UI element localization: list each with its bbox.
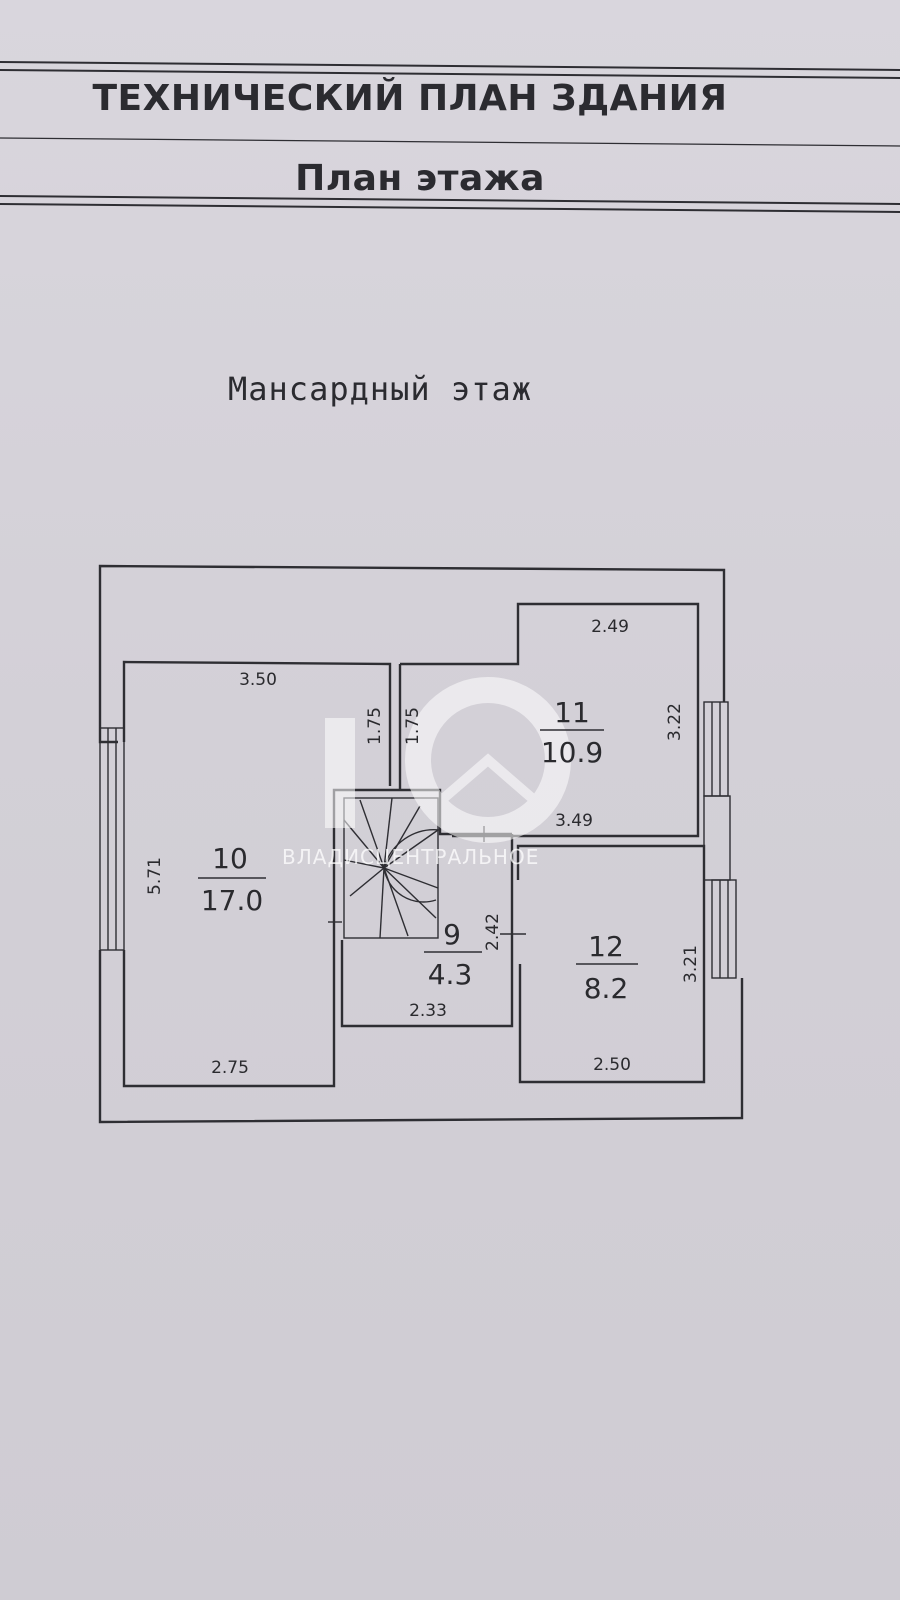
dim-room10-left: 5.71 (145, 857, 165, 895)
pier-right (703, 795, 731, 881)
room-11-wall (400, 602, 700, 838)
dim-room10-bottom: 2.75 (211, 1058, 249, 1078)
outer-wall (98, 564, 726, 744)
room-9-number: 9 (443, 918, 461, 951)
window-left (99, 727, 125, 951)
room-9-wall-lower (340, 834, 514, 1028)
dim-room11-bottom: 3.49 (555, 811, 593, 831)
dim-corridor-left: 1.75 (365, 707, 385, 745)
document-title: ТЕХНИЧЕСКИЙ ПЛАН ЗДАНИЯ (92, 78, 728, 119)
room-10-number: 10 (212, 842, 248, 875)
window-right-upper (703, 701, 729, 797)
room-11-number: 11 (554, 696, 590, 729)
dim-room11-right: 3.22 (665, 703, 685, 741)
dim-room10-top: 3.50 (239, 670, 277, 690)
dim-room9-right: 2.42 (483, 913, 503, 951)
room-11-area: 10.9 (541, 736, 603, 769)
dim-room12-bottom: 2.50 (593, 1055, 631, 1075)
room-12-wall (516, 844, 706, 1084)
floor-label: Мансардный этаж (228, 370, 532, 408)
room-9-area: 4.3 (428, 958, 473, 991)
watermark-text: ВЛАДИСЦЕНТРАЛЬНОЕ (282, 845, 539, 869)
watermark-logo (325, 677, 571, 843)
room-12-number: 12 (588, 930, 624, 963)
room-10-area: 17.0 (201, 884, 263, 917)
header-rules (0, 61, 900, 213)
room-10-wall (122, 660, 392, 786)
room-10-wall-bottom (122, 916, 336, 1088)
dim-room11-top: 2.49 (591, 617, 629, 637)
dim-room12-right: 3.21 (681, 945, 701, 983)
dim-corridor-right: 1.75 (403, 707, 423, 745)
outer-wall-bottom (98, 950, 744, 1124)
room-12-area: 8.2 (584, 972, 629, 1005)
dim-room9-bottom: 2.33 (409, 1001, 447, 1021)
window-right-lower (711, 879, 737, 979)
document-subtitle: План этажа (295, 158, 545, 199)
